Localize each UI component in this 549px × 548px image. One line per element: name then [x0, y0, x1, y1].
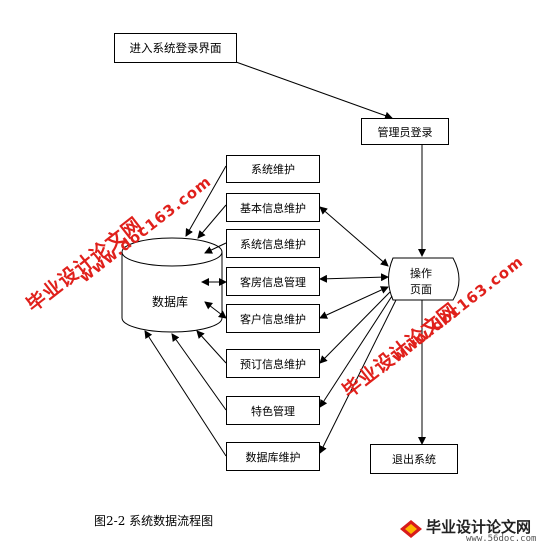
operation-page-label-line1: 操作 [410, 267, 432, 280]
operation-page-shape [388, 257, 460, 301]
arrow-op-room [319, 273, 389, 283]
arrow-customer-db [204, 301, 227, 319]
login-screen-box: 进入系统登录界面 [114, 33, 237, 63]
arrow-basic-db [197, 204, 227, 239]
arrow-special-db [171, 333, 227, 411]
arrow-op-booking [319, 291, 391, 364]
arrow-dbmaint-db [144, 330, 227, 457]
room-info-box: 客房信息管理 [226, 267, 320, 296]
basic-info-box: 基本信息维护 [226, 193, 320, 222]
db-maintenance-box: 数据库维护 [226, 442, 320, 471]
arrow-login-to-admin [235, 61, 393, 120]
arrow-booking-db [196, 330, 227, 364]
figure-caption: 图2-2 系统数据流程图 [94, 514, 214, 528]
operation-page-label-line2: 页面 [410, 283, 432, 296]
system-maintenance-box: 系统维护 [226, 155, 320, 183]
logo-text: 毕业设计论文网 [426, 518, 532, 536]
arrow-sysinfo-db [204, 242, 227, 254]
arrow-op-basic [319, 206, 389, 267]
arrow-op-customer [319, 286, 389, 319]
database-cylinder [121, 237, 223, 333]
exit-system-box: 退出系统 [370, 444, 458, 474]
arrow-op-special [319, 295, 393, 408]
arrow-op-db [319, 299, 397, 454]
customer-info-box: 客户信息维护 [226, 304, 320, 333]
booking-info-box: 预订信息维护 [226, 349, 320, 378]
arrow-sysmaint-db [185, 165, 227, 237]
logo-icon [400, 520, 422, 538]
database-label: 数据库 [152, 295, 189, 309]
system-info-box: 系统信息维护 [226, 229, 320, 258]
special-mgmt-box: 特色管理 [226, 396, 320, 425]
admin-login-box: 管理员登录 [361, 118, 449, 145]
logo-url: www.56doc.com [466, 534, 537, 544]
